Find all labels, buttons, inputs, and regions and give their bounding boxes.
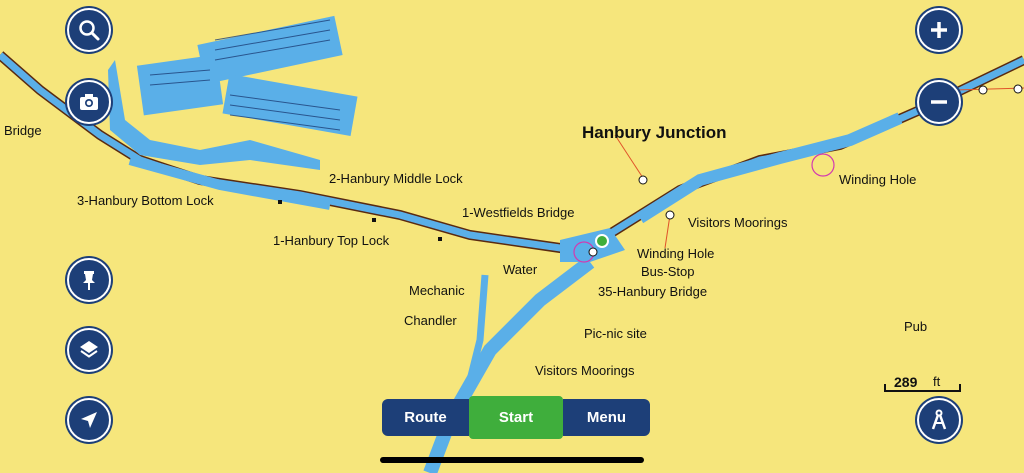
search-icon — [79, 20, 100, 41]
scale-unit: ft — [933, 374, 941, 389]
label-pub: Pub — [904, 319, 928, 334]
poi-moorings-point — [665, 210, 675, 220]
lock-marker-3 — [438, 237, 442, 241]
poi-junction-point — [638, 175, 648, 185]
lock-marker-1 — [278, 200, 282, 204]
poi-right-point-2 — [1013, 84, 1023, 94]
label-winding-hole-1: Winding Hole — [637, 246, 715, 261]
label-winding-hole-2: Winding Hole — [839, 172, 917, 187]
poi-junction-marker — [595, 234, 609, 248]
location-arrow-icon — [81, 412, 97, 428]
canal-wide-right — [636, 112, 903, 224]
canal-south-branch — [423, 256, 595, 473]
junction-basin — [560, 228, 625, 262]
label-chandler: Chandler — [404, 313, 457, 328]
route-button[interactable]: Route — [382, 399, 469, 436]
layers-icon — [80, 341, 98, 358]
pin-button[interactable] — [67, 258, 111, 302]
map-scale: 289 ft — [884, 374, 962, 394]
locate-button[interactable] — [67, 398, 111, 442]
camera-icon — [80, 94, 98, 110]
home-indicator[interactable] — [380, 457, 644, 463]
minus-icon — [931, 100, 947, 104]
label-hanbury-junction: Hanbury Junction — [582, 123, 727, 142]
winding-hole-marker-1 — [811, 153, 835, 177]
label-bus-stop: Bus-Stop — [641, 264, 695, 279]
poi-basin-point — [588, 247, 598, 257]
poi-right-point-1 — [978, 85, 988, 95]
label-visitors-moorings-2: Visitors Moorings — [535, 363, 635, 378]
scale-value: 289 — [894, 374, 918, 390]
label-bottom-lock: 3-Hanbury Bottom Lock — [77, 193, 214, 208]
compass-icon — [931, 409, 947, 430]
pin-icon — [83, 271, 95, 290]
camera-button[interactable] — [67, 80, 111, 124]
label-bridge: Bridge — [4, 123, 42, 138]
layers-button[interactable] — [67, 328, 111, 372]
search-button[interactable] — [67, 8, 111, 52]
label-middle-lock: 2-Hanbury Middle Lock — [329, 171, 463, 186]
measure-button[interactable] — [917, 398, 961, 442]
label-water: Water — [503, 262, 538, 277]
label-picnic-site: Pic-nic site — [584, 326, 647, 341]
zoom-out-button[interactable] — [917, 80, 961, 124]
lock-marker-2 — [372, 218, 376, 222]
label-hanbury-bridge: 35-Hanbury Bridge — [598, 284, 708, 299]
label-visitors-moorings-1: Visitors Moorings — [688, 215, 788, 230]
scale-bar — [884, 390, 960, 392]
label-mechanic: Mechanic — [409, 283, 465, 298]
menu-button[interactable]: Menu — [563, 399, 650, 436]
start-button[interactable]: Start — [469, 396, 563, 439]
bottom-toolbar: Route Start Menu — [382, 396, 650, 439]
label-top-lock: 1-Hanbury Top Lock — [273, 233, 390, 248]
label-westfields-bridge: 1-Westfields Bridge — [462, 205, 575, 220]
marina — [108, 15, 358, 170]
plus-icon — [931, 22, 947, 38]
zoom-in-button[interactable] — [917, 8, 961, 52]
